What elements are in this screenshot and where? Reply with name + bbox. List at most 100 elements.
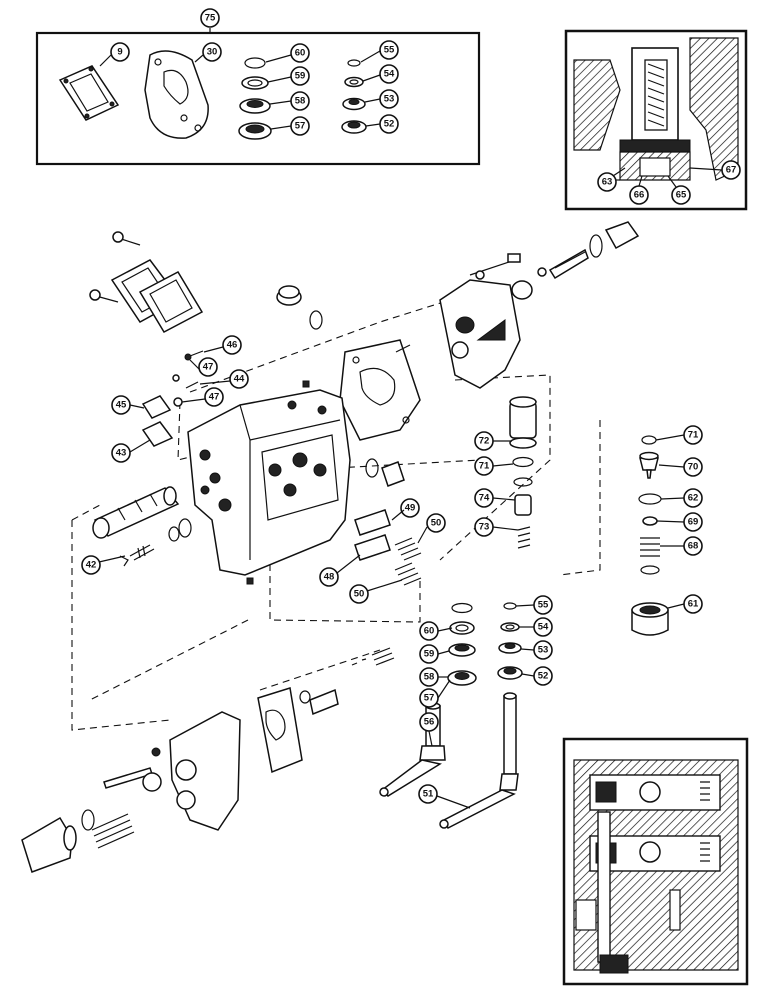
relief-valve-stack-drawing bbox=[631, 435, 669, 636]
svg-text:60: 60 bbox=[424, 626, 435, 637]
callout-51: 51 bbox=[418, 784, 438, 804]
callout-60: 60 bbox=[419, 621, 439, 641]
svg-text:59: 59 bbox=[295, 71, 306, 82]
svg-text:75: 75 bbox=[205, 13, 216, 24]
svg-text:70: 70 bbox=[688, 462, 699, 473]
svg-text:48: 48 bbox=[324, 572, 335, 583]
detent-parts-drawing bbox=[141, 350, 204, 447]
callout-56: 56 bbox=[419, 712, 439, 732]
callout-52-kit: 52 bbox=[379, 114, 399, 134]
svg-text:46: 46 bbox=[227, 340, 238, 351]
callout-50-lower: 50 bbox=[349, 584, 369, 604]
callout-54: 54 bbox=[533, 617, 553, 637]
svg-text:72: 72 bbox=[479, 436, 490, 447]
callout-53: 53 bbox=[533, 640, 553, 660]
callout-44: 44 bbox=[229, 369, 249, 389]
gasket-9-drawing bbox=[58, 65, 120, 121]
callout-74: 74 bbox=[474, 488, 494, 508]
callout-42: 42 bbox=[81, 555, 101, 575]
svg-text:53: 53 bbox=[384, 94, 395, 105]
svg-text:42: 42 bbox=[86, 560, 97, 571]
svg-text:61: 61 bbox=[688, 599, 699, 610]
lever-shaft-51-drawing bbox=[439, 602, 523, 830]
callout-69: 69 bbox=[683, 512, 703, 532]
callout-71-left: 71 bbox=[474, 456, 494, 476]
svg-text:55: 55 bbox=[538, 600, 549, 611]
callout-30: 30 bbox=[202, 42, 222, 62]
svg-text:59: 59 bbox=[424, 649, 435, 660]
callout-70: 70 bbox=[683, 457, 703, 477]
svg-text:71: 71 bbox=[479, 461, 490, 472]
seal-kit-box bbox=[35, 28, 481, 166]
callout-66: 66 bbox=[629, 185, 649, 205]
svg-text:68: 68 bbox=[688, 541, 699, 552]
svg-text:69: 69 bbox=[688, 517, 699, 528]
callout-48: 48 bbox=[319, 567, 339, 587]
callout-67: 67 bbox=[721, 160, 741, 180]
svg-text:66: 66 bbox=[634, 190, 645, 201]
svg-text:49: 49 bbox=[405, 503, 416, 514]
callout-65: 65 bbox=[671, 185, 691, 205]
gasket-30-drawing bbox=[144, 50, 209, 139]
callout-47-upper: 47 bbox=[198, 357, 218, 377]
callout-68: 68 bbox=[683, 536, 703, 556]
svg-text:56: 56 bbox=[424, 717, 435, 728]
svg-text:44: 44 bbox=[234, 374, 245, 385]
svg-text:47: 47 bbox=[209, 392, 220, 403]
callout-59-kit: 59 bbox=[290, 66, 310, 86]
callout-49: 49 bbox=[400, 498, 420, 518]
callout-43: 43 bbox=[111, 443, 131, 463]
lower-components-drawing bbox=[21, 647, 395, 873]
svg-text:51: 51 bbox=[423, 789, 434, 800]
svg-text:54: 54 bbox=[538, 622, 549, 633]
callout-62: 62 bbox=[683, 488, 703, 508]
callout-46: 46 bbox=[222, 335, 242, 355]
callout-45: 45 bbox=[111, 395, 131, 415]
callout-53-kit: 53 bbox=[379, 89, 399, 109]
callout-60-kit: 60 bbox=[290, 43, 310, 63]
svg-text:50: 50 bbox=[431, 518, 442, 529]
svg-text:54: 54 bbox=[384, 69, 395, 80]
callout-58: 58 bbox=[419, 667, 439, 687]
svg-text:60: 60 bbox=[295, 48, 306, 59]
callout-9: 9 bbox=[110, 42, 130, 62]
svg-text:43: 43 bbox=[116, 448, 127, 459]
callout-75: 75 bbox=[200, 8, 220, 28]
svg-text:71: 71 bbox=[688, 430, 699, 441]
plungers-springs-drawing bbox=[354, 458, 422, 586]
callout-50-upper: 50 bbox=[426, 513, 446, 533]
svg-text:50: 50 bbox=[354, 589, 365, 600]
svg-text:9: 9 bbox=[117, 47, 122, 58]
check-valve-stack-drawing bbox=[509, 396, 537, 549]
svg-text:30: 30 bbox=[207, 47, 218, 58]
seal-stack-left bbox=[238, 57, 272, 140]
svg-text:52: 52 bbox=[538, 671, 549, 682]
callout-57: 57 bbox=[419, 688, 439, 708]
callout-61: 61 bbox=[683, 594, 703, 614]
svg-text:55: 55 bbox=[384, 45, 395, 56]
leader-lines bbox=[98, 50, 723, 809]
svg-text:62: 62 bbox=[688, 493, 699, 504]
callout-54-kit: 54 bbox=[379, 64, 399, 84]
svg-text:65: 65 bbox=[676, 190, 687, 201]
svg-text:57: 57 bbox=[424, 693, 435, 704]
callout-72: 72 bbox=[474, 431, 494, 451]
center-gasket-drawing bbox=[339, 339, 421, 441]
svg-text:57: 57 bbox=[295, 121, 306, 132]
svg-text:52: 52 bbox=[384, 119, 395, 130]
svg-text:58: 58 bbox=[424, 672, 435, 683]
svg-text:63: 63 bbox=[602, 177, 613, 188]
callout-73: 73 bbox=[474, 517, 494, 537]
callout-52: 52 bbox=[533, 666, 553, 686]
seal-stack-right bbox=[341, 59, 367, 134]
callout-63: 63 bbox=[597, 172, 617, 192]
svg-text:73: 73 bbox=[479, 522, 490, 533]
svg-text:67: 67 bbox=[726, 165, 737, 176]
plug-drawing bbox=[276, 285, 323, 330]
callout-55-kit: 55 bbox=[379, 40, 399, 60]
valve-section-cutaway-inset bbox=[562, 737, 749, 986]
callout-55: 55 bbox=[533, 595, 553, 615]
callout-59: 59 bbox=[419, 644, 439, 664]
svg-text:45: 45 bbox=[116, 400, 127, 411]
